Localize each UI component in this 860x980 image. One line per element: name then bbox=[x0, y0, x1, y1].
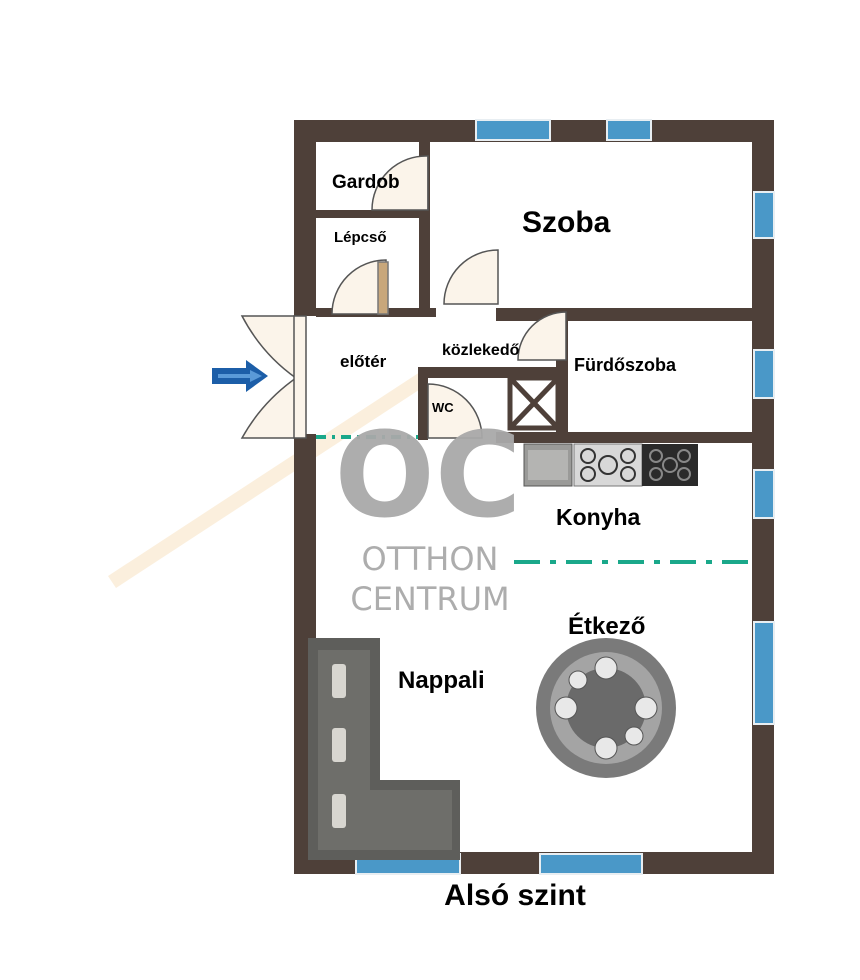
room-label-gardob: Gardob bbox=[332, 172, 400, 193]
range-hood-icon bbox=[523, 443, 573, 487]
room-label-kozlekedo: közlekedő bbox=[442, 342, 520, 359]
floor-caption: Alsó szint bbox=[444, 879, 586, 912]
watermark: OC OTTHON CENTRUM bbox=[335, 406, 522, 618]
room-label-lepcso: Lépcső bbox=[334, 229, 387, 246]
watermark-line2: CENTRUM bbox=[350, 580, 509, 618]
watermark-ribbon bbox=[108, 372, 428, 588]
induction-hob-icon bbox=[642, 444, 698, 486]
room-label-etkezo: Étkező bbox=[568, 612, 645, 640]
sofa-icon bbox=[308, 638, 460, 860]
doors bbox=[240, 155, 567, 439]
room-label-szoba: Szoba bbox=[522, 206, 611, 239]
watermark-logo: OC bbox=[335, 406, 522, 544]
room-label-eloter: előtér bbox=[340, 352, 387, 371]
room-label-konyha: Konyha bbox=[556, 504, 641, 530]
room-label-furdoszoba: Fürdőszoba bbox=[574, 355, 677, 375]
dining-table-icon bbox=[536, 638, 676, 778]
entry-arrow-icon bbox=[212, 360, 268, 392]
gas-hob-icon bbox=[573, 443, 643, 487]
room-label-wc: WC bbox=[432, 400, 454, 415]
room-label-nappali: Nappali bbox=[398, 667, 485, 694]
watermark-line1: OTTHON bbox=[362, 540, 499, 578]
